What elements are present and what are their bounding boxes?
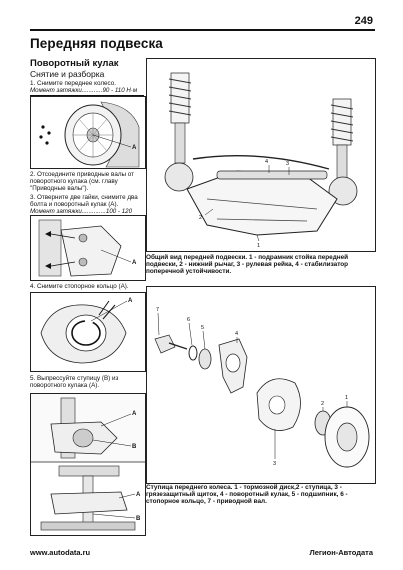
label-A-fig1: A — [132, 145, 137, 151]
instructions-block-4: 5. Выпрессуйте ступицу (В) из поворотног… — [30, 374, 144, 389]
caption-suspension-overview: Общий вид передней подвески. 1 - подрамн… — [146, 254, 349, 276]
section-subtitle: Снятие и разборка — [30, 69, 105, 79]
section-title: Поворотный кулак — [30, 58, 119, 69]
label-7-hub: 7 — [156, 307, 159, 313]
label-1-overview: 1 — [257, 243, 260, 249]
label-1-hub: 1 — [345, 395, 348, 401]
label-A-fig4: A — [132, 411, 137, 417]
step-3: 3. Отверните две гайки, снимите два болт… — [30, 193, 138, 208]
label-B-fig4: B — [132, 444, 137, 450]
step-2: 2. Отсоедините приводные валы от поворот… — [30, 171, 135, 193]
label-2-overview: 2 — [199, 215, 202, 221]
header-rule — [30, 29, 375, 31]
label-B-fig4b: B — [136, 516, 141, 522]
label-A-fig4b: A — [136, 492, 141, 498]
torque-1: Момент затяжки............90 - 110 Н·м — [30, 87, 144, 97]
figure-snap-ring: A — [30, 292, 146, 372]
label-4-overview: 4 — [265, 159, 268, 165]
label-6-hub: 6 — [187, 317, 190, 323]
step-1: 1. Снимите переднее колесо. — [30, 80, 116, 87]
step-4: 4. Снимите стопорное кольцо (А). — [30, 283, 129, 290]
label-3-hub: 3 — [273, 461, 276, 467]
caption-hub-assembly: Ступица переднего колеса. 1 - тормозной … — [146, 484, 348, 506]
figure-hub-press: A B A B — [30, 393, 146, 536]
label-A-fig3: A — [128, 298, 133, 304]
instructions-block-3: 4. Снимите стопорное кольцо (А). — [30, 282, 144, 290]
label-5-hub: 5 — [201, 325, 204, 331]
footer-website: www.autodata.ru — [30, 548, 91, 557]
figure-hub-exploded: 7 6 5 4 3 2 1 — [146, 286, 376, 484]
page-title: Передняя подвеска — [30, 36, 163, 51]
label-3-overview: 3 — [286, 161, 289, 167]
figure-knuckle-bolts: A — [30, 215, 146, 281]
figure-wheel-removal: A — [30, 96, 146, 169]
page-number: 249 — [354, 15, 373, 27]
label-4-hub: 4 — [235, 331, 238, 337]
step-5: 5. Выпрессуйте ступицу (В) из поворотног… — [30, 375, 119, 390]
footer-publisher: Легион-Автодата — [309, 548, 373, 557]
figure-suspension-overview: 4 3 2 1 — [146, 58, 376, 252]
instructions-column: Поворотный кулак Снятие и разборка 1. Сн… — [30, 58, 144, 97]
label-2-hub: 2 — [321, 401, 324, 407]
label-A-fig2: A — [132, 260, 137, 266]
